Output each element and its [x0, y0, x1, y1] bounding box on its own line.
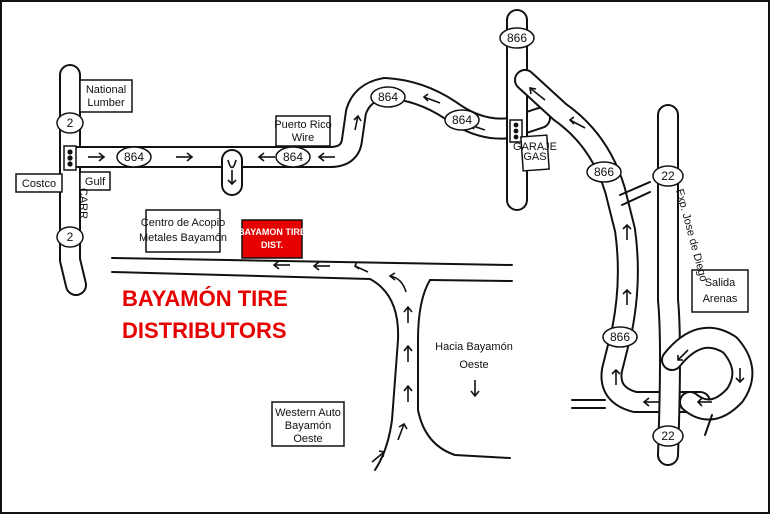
svg-text:GARAJE: GARAJE [513, 141, 557, 153]
landmark-western-auto: Western Auto Bayamón Oeste [271, 401, 345, 447]
svg-text:866: 866 [507, 31, 527, 45]
traffic-light-carr2 [63, 145, 77, 171]
svg-text:GAS: GAS [523, 151, 546, 163]
svg-text:Centro de Acopio: Centro de Acopio [141, 217, 225, 229]
svg-text:866: 866 [610, 330, 630, 344]
direction-arrows [88, 87, 745, 463]
svg-text:Western Auto: Western Auto [275, 407, 341, 419]
svg-text:BAYAMÓN TIRE: BAYAMÓN TIRE [122, 286, 288, 311]
svg-text:Gulf: Gulf [85, 176, 106, 188]
page-title: BAYAMÓN TIRE DISTRIBUTORS [122, 286, 288, 343]
svg-text:Oeste: Oeste [293, 433, 322, 445]
svg-text:866: 866 [594, 165, 614, 179]
svg-text:National: National [86, 84, 126, 96]
road-lower-top-edge [111, 257, 513, 266]
route-864-shield: 864 [116, 146, 152, 168]
svg-text:864: 864 [378, 90, 398, 104]
svg-text:Puerto Rico: Puerto Rico [274, 119, 331, 131]
landmark-national-lumber: National Lumber [79, 79, 133, 113]
route-864-shield: 864 [444, 109, 480, 131]
svg-text:Oeste: Oeste [459, 359, 488, 371]
traffic-light-866 [509, 119, 523, 143]
svg-text:Wire: Wire [292, 132, 315, 144]
route-866-shield: 866 [499, 27, 535, 49]
route-2-shield: 2 [56, 112, 84, 134]
landmark-gulf: Gulf [79, 171, 111, 191]
svg-text:Arenas: Arenas [703, 293, 738, 305]
road-fork-right-edge [417, 279, 511, 459]
road-lower-bottom-edge-left [111, 271, 371, 280]
landmark-garaje-gas: GARAJE GAS [513, 134, 557, 172]
svg-text:BAYAMON TIRE: BAYAMON TIRE [238, 227, 306, 237]
route-864-shield: 864 [275, 146, 311, 168]
svg-text:Hacia Bayamón: Hacia Bayamón [435, 341, 513, 353]
down-arrow-icon [470, 380, 480, 398]
landmark-salida-arenas: Salida Arenas [691, 269, 749, 313]
carr-label: CARR. [77, 188, 89, 222]
destination-bayamon-tire: BAYAMON TIRE DIST. [238, 219, 306, 259]
svg-text:864: 864 [124, 150, 144, 164]
svg-text:22: 22 [661, 429, 675, 443]
route-866-shield: 866 [586, 161, 622, 183]
road-network [59, 9, 754, 471]
svg-text:22: 22 [661, 169, 675, 183]
svg-text:Lumber: Lumber [87, 97, 125, 109]
landmark-puerto-rico-wire: Puerto Rico Wire [274, 115, 332, 147]
route-866-shield: 866 [602, 326, 638, 348]
u-turn-icon [227, 159, 237, 186]
svg-text:2: 2 [67, 116, 74, 130]
svg-text:2: 2 [67, 230, 74, 244]
route-shields: 864 864 864 864 866 866 866 2 2 22 22 [56, 27, 684, 447]
svg-text:864: 864 [283, 150, 303, 164]
route-22-shield: 22 [652, 165, 684, 187]
svg-text:Salida: Salida [705, 277, 736, 289]
route-864-shield: 864 [370, 86, 406, 108]
svg-text:864: 864 [452, 113, 472, 127]
road-lower-bottom-edge-right [429, 279, 513, 282]
svg-text:DISTRIBUTORS: DISTRIBUTORS [122, 318, 287, 343]
landmark-costco: Costco [15, 173, 63, 193]
svg-text:DIST.: DIST. [261, 240, 283, 250]
landmark-hacia-bayamon: Hacia Bayamón Oeste [435, 341, 513, 371]
svg-text:Metales Bayamón: Metales Bayamón [139, 232, 227, 244]
landmark-centro-acopio: Centro de Acopio Metales Bayamón [139, 209, 227, 253]
route-2-shield: 2 [56, 226, 84, 248]
svg-text:Bayamón: Bayamón [285, 420, 331, 432]
route-22-shield: 22 [652, 425, 684, 447]
svg-text:Costco: Costco [22, 178, 56, 190]
